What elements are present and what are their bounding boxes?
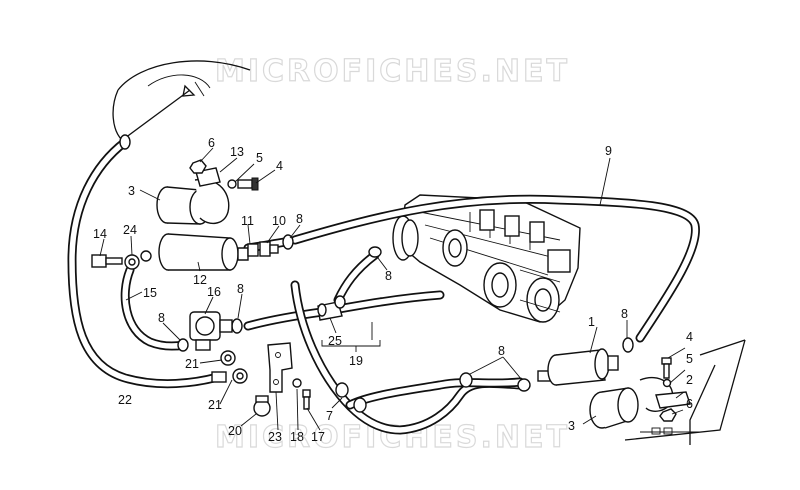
callout-21-lower: 21 xyxy=(208,398,222,412)
callout-8-valve-left: 8 xyxy=(158,311,165,325)
callout-12: 12 xyxy=(193,273,207,287)
callout-3-lower: 3 xyxy=(568,419,575,433)
callout-23: 23 xyxy=(268,430,282,444)
hoses xyxy=(67,137,700,435)
callout-5-upper: 5 xyxy=(256,151,263,165)
callout-4-lower: 4 xyxy=(686,330,693,344)
callout-8-engine: 8 xyxy=(385,269,392,283)
callout-11: 11 xyxy=(241,214,254,228)
callout-8-pump: 8 xyxy=(621,307,628,321)
bolt-upper xyxy=(237,177,259,191)
nut-upper xyxy=(189,159,207,174)
fuel-filter xyxy=(158,233,249,271)
bracket-plate-23 xyxy=(267,342,293,393)
callout-5-lower: 5 xyxy=(686,352,693,366)
union-10 xyxy=(259,241,279,257)
callout-10: 10 xyxy=(272,214,286,228)
screw-17 xyxy=(302,389,311,410)
callout-20: 20 xyxy=(228,424,242,438)
callout-3-upper: 3 xyxy=(128,184,135,198)
hose-clamps xyxy=(119,134,634,392)
clamp-sleeve-lower xyxy=(589,387,639,429)
callout-18: 18 xyxy=(290,430,304,444)
callout-labels: 1 2 3 3 4 4 5 5 6 6 7 8 8 8 8 8 8 9 10 1… xyxy=(93,136,693,444)
callout-9: 9 xyxy=(605,144,612,158)
banjo-fitting-24 xyxy=(124,250,152,270)
callout-6-lower: 6 xyxy=(686,397,693,411)
leader-lines xyxy=(99,147,686,431)
callout-6-upper: 6 xyxy=(208,136,215,150)
callout-2: 2 xyxy=(686,373,693,387)
callout-1: 1 xyxy=(588,315,595,329)
bolt-20 xyxy=(253,395,271,417)
fitting-11 xyxy=(247,243,259,257)
callout-19: 19 xyxy=(349,354,363,368)
callout-14: 14 xyxy=(93,227,107,241)
washer-18 xyxy=(292,378,302,388)
nut-lower xyxy=(659,408,677,422)
banjo-21-upper xyxy=(220,350,236,366)
bolt-lower xyxy=(661,357,672,379)
banjo-bolt-14 xyxy=(91,254,123,268)
fuel-pump-1 xyxy=(537,348,619,386)
bracket-clamp xyxy=(194,167,230,225)
callout-7: 7 xyxy=(326,409,333,423)
callout-8-valve-right: 8 xyxy=(237,282,244,296)
fitting-7 xyxy=(335,382,367,413)
fuel-tank-outline xyxy=(112,60,251,141)
callout-16: 16 xyxy=(207,285,221,299)
washer-lower xyxy=(662,378,672,388)
callout-21-upper: 21 xyxy=(185,357,199,371)
banjo-21-lower xyxy=(211,368,248,384)
callout-22: 22 xyxy=(118,393,132,407)
fuel-valve-16 xyxy=(189,311,233,351)
callout-8-top: 8 xyxy=(296,212,303,226)
callout-24: 24 xyxy=(123,223,137,237)
callout-15: 15 xyxy=(143,286,157,300)
engine-block xyxy=(392,194,581,323)
junction-25 xyxy=(317,295,346,321)
parts xyxy=(91,134,746,445)
callout-25: 25 xyxy=(328,334,342,348)
callout-13: 13 xyxy=(230,145,244,159)
callout-8-lower: 8 xyxy=(498,344,505,358)
watermark-top: MICROFICHES.NET xyxy=(215,54,570,89)
washer-upper xyxy=(227,179,237,189)
callout-4-upper: 4 xyxy=(276,159,283,173)
frame-outline-lower xyxy=(624,339,746,445)
callout-17: 17 xyxy=(311,430,325,444)
